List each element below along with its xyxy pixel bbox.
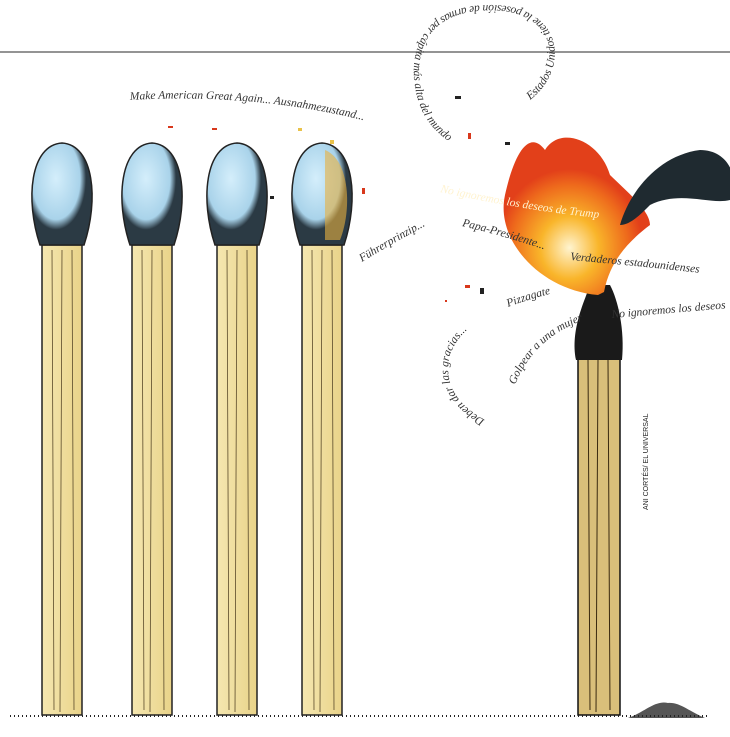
match-2: [121, 142, 183, 716]
charred-top: [574, 285, 623, 360]
artist-credit: ANI CORTÉS/ EL UNIVERSAL: [641, 413, 650, 510]
phrase-pizzagate: Pizzagate: [504, 285, 551, 310]
burning-match: [503, 137, 730, 716]
phrase-fuhrer: Führerprinzip...: [356, 218, 427, 265]
match-head: [206, 142, 268, 246]
match-head: [121, 142, 183, 246]
phrase-spiral: Estados Unidos tiene la posesión de arma…: [411, 2, 558, 144]
match-3: [206, 142, 268, 716]
phrase-thanks: Deben dar las gracias...: [439, 323, 487, 428]
ash-pile: [628, 702, 705, 718]
match-head: [31, 142, 93, 246]
match-1: [31, 142, 93, 716]
sparks: [168, 96, 510, 302]
burnt-stick: [577, 339, 621, 716]
phrase-wishes-repeat: No ignoremos los deseos de: [0, 0, 729, 321]
phrase-hit-woman: Golpear a una mujer: [507, 312, 585, 386]
match-4: [291, 142, 353, 716]
flame-hair: [503, 137, 650, 295]
phrase-maga: Make American Great Again... Ausnahmezus…: [129, 90, 366, 124]
smoke-cloud: [620, 150, 730, 225]
